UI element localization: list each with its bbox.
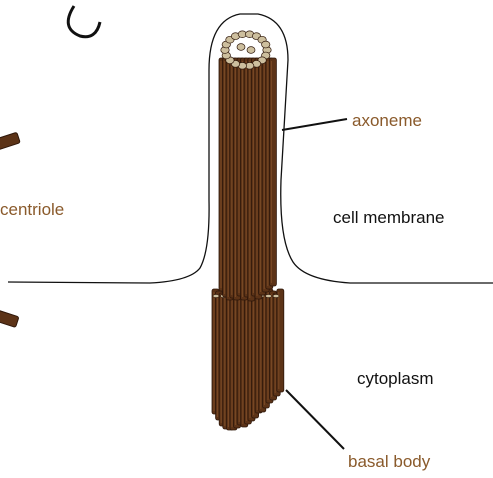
- basal-body-leader-line: [286, 390, 344, 449]
- basal-tubule-end: [266, 294, 272, 297]
- central-pair-end: [247, 47, 255, 54]
- axoneme-microtubule: [269, 58, 276, 286]
- cell-membrane-label: cell membrane: [333, 209, 445, 226]
- basal-body-label: basal body: [348, 453, 430, 470]
- centriole-label: centriole: [0, 201, 64, 218]
- cropped-heading-glyph: [68, 6, 100, 37]
- centriole-upper: [0, 132, 20, 150]
- cytoplasm-label: cytoplasm: [357, 370, 434, 387]
- centriole-lower: [0, 310, 19, 328]
- axoneme-leader-line: [282, 119, 347, 130]
- central-pair-end: [237, 44, 245, 51]
- axoneme: [219, 58, 276, 301]
- axoneme-label: axoneme: [352, 112, 422, 129]
- basal-tubule-end: [213, 294, 219, 297]
- basal-body: [212, 289, 284, 430]
- outer-doublet-end: [262, 41, 270, 48]
- basal-microtubule: [277, 289, 284, 392]
- basal-tubule-end: [273, 294, 279, 297]
